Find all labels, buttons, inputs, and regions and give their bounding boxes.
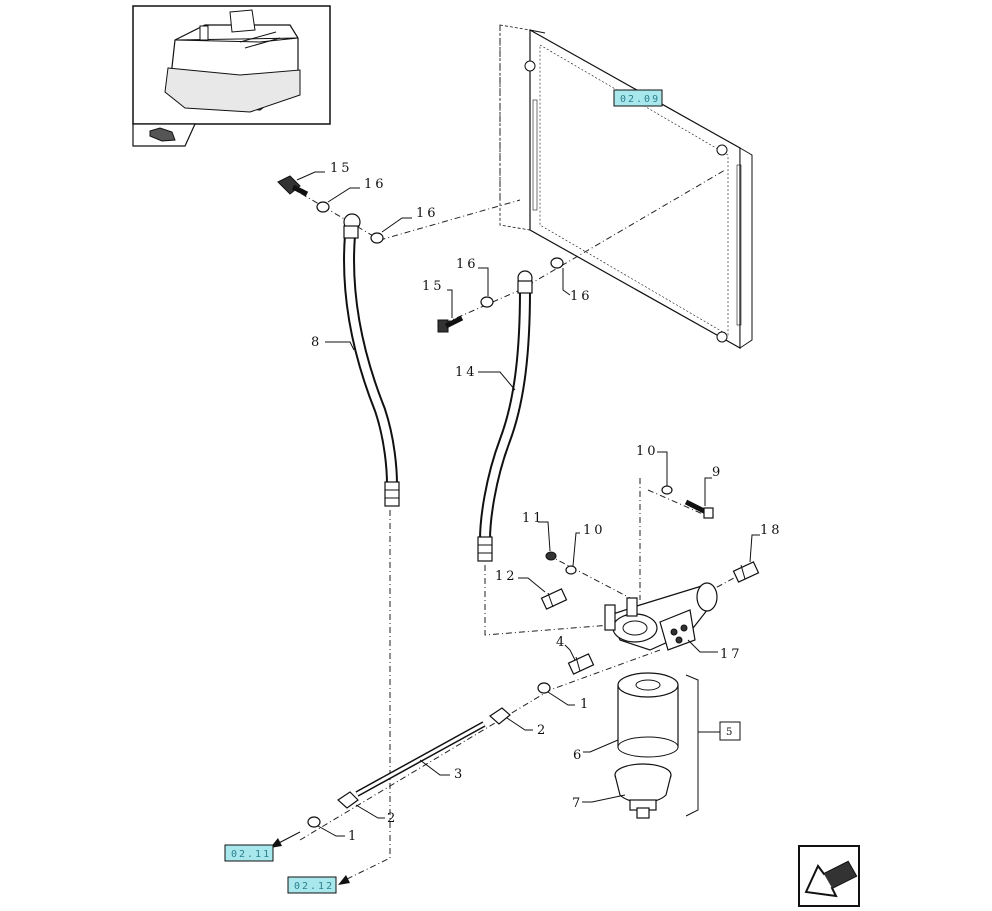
callout-1-lower: 1 [348, 829, 359, 844]
washer-16-upper-b [370, 232, 384, 244]
pipe-3 [355, 721, 486, 797]
callout-7: 7 [572, 796, 583, 811]
callout-15-lower: 15 [422, 279, 445, 294]
callout-17: 17 [720, 647, 743, 662]
return-arrow-icon [149, 127, 176, 142]
previous-page-button[interactable] [798, 845, 860, 907]
sleeve-1-lower [307, 816, 321, 828]
inset-thumbnail[interactable] [132, 5, 331, 147]
callout-8: 8 [311, 335, 322, 350]
callout-14: 14 [455, 365, 478, 380]
kit-5-box [719, 721, 741, 741]
fitting-18 [732, 561, 760, 583]
callout-16-lower-a: 16 [456, 257, 479, 272]
hose-14 [477, 270, 533, 562]
callout-5: 5 [726, 727, 732, 738]
kit-5-bracket [685, 674, 699, 817]
callout-1-upper: 1 [580, 697, 591, 712]
callout-6: 6 [573, 748, 584, 763]
reference-tag-pipe-left[interactable]: 02.11 [224, 844, 274, 862]
leader-lines [296, 171, 760, 837]
callout-16-lower-b: 16 [570, 289, 593, 304]
callout-18: 18 [760, 523, 783, 538]
filter-head-17 [604, 582, 718, 651]
callout-2-lower: 2 [387, 811, 398, 826]
callout-16-upper-a: 16 [364, 177, 387, 192]
reference-tag-pipe-bottom[interactable]: 02.12 [287, 876, 337, 894]
washer-16-lower-b [550, 257, 564, 269]
filter-cartridge-6 [617, 672, 679, 758]
washer-16-upper-a [316, 201, 330, 213]
bolt-15-upper [277, 175, 309, 197]
reference-tag-radiator[interactable]: 02.09 [613, 89, 663, 107]
nut-2-lower [337, 791, 359, 809]
callout-2-upper: 2 [537, 723, 548, 738]
callout-3: 3 [454, 767, 465, 782]
callout-9: 9 [712, 465, 723, 480]
filter-bowl-7 [614, 763, 672, 819]
washer-16-lower-a [480, 296, 494, 308]
washer-10-upper [661, 485, 673, 495]
callout-10-upper: 10 [636, 444, 659, 459]
callout-11: 11 [522, 511, 545, 526]
radiator [499, 24, 753, 350]
fitting-4 [567, 653, 595, 675]
reference-arrows [270, 831, 350, 885]
callout-15-upper: 15 [330, 161, 353, 176]
nut-11 [545, 551, 557, 561]
callout-16-upper-b: 16 [416, 206, 439, 221]
fitting-12 [540, 588, 568, 610]
callout-4: 4 [556, 635, 567, 650]
svg-text:02.12: 02.12 [294, 881, 334, 892]
washer-10-lower [565, 565, 577, 575]
sleeve-1-upper [537, 682, 551, 694]
callout-10-lower: 10 [583, 523, 606, 538]
nut-2-upper [489, 707, 511, 725]
bolt-9 [684, 499, 714, 519]
previous-page-arrow-icon [804, 860, 858, 898]
engine-block-thumbnail-icon [164, 9, 301, 113]
svg-text:02.11: 02.11 [231, 849, 271, 860]
callout-12: 12 [495, 569, 518, 584]
hose-8 [343, 213, 400, 507]
bolt-15-lower [437, 315, 464, 333]
svg-text:02.09: 02.09 [620, 94, 660, 105]
